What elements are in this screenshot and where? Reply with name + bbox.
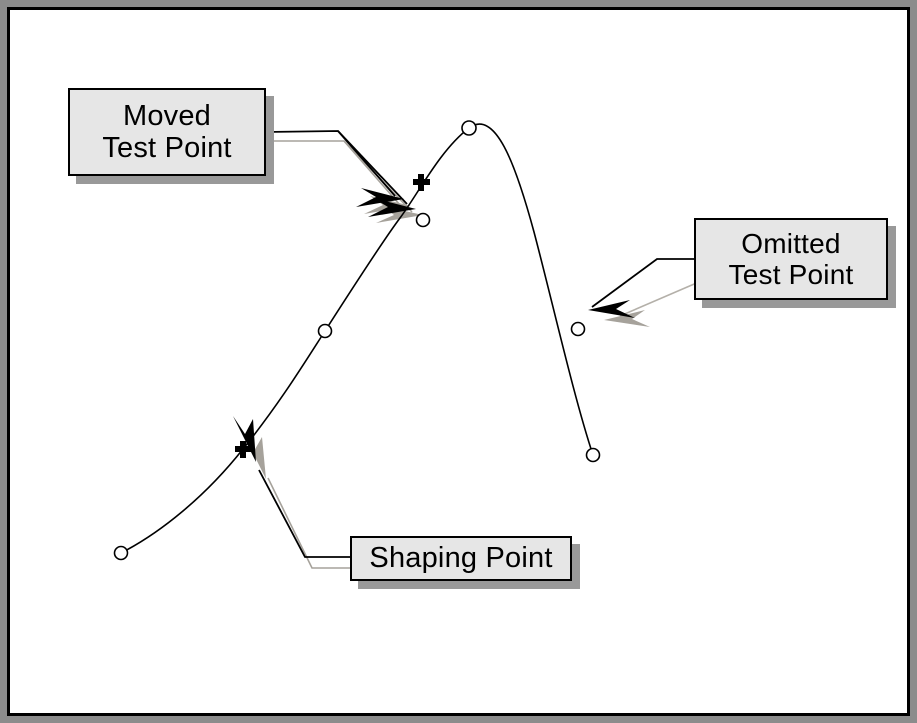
arrowhead-shadows bbox=[243, 196, 650, 479]
arrowhead-omitted bbox=[588, 300, 635, 318]
curve-start-point bbox=[113, 545, 129, 561]
data-curve bbox=[120, 123, 594, 554]
omitted-test-point bbox=[570, 321, 586, 337]
leader-omitted bbox=[591, 258, 694, 308]
moved-test-point-marker bbox=[413, 174, 430, 191]
shaping-point-marker bbox=[235, 441, 252, 458]
leader-lines bbox=[258, 130, 694, 558]
callout-omitted-line2: Test Point bbox=[728, 259, 854, 290]
leader-moved-lower bbox=[337, 130, 408, 205]
curve-markers bbox=[113, 120, 601, 561]
callout-moved-line2: Test Point bbox=[102, 132, 232, 164]
leader-shaping bbox=[258, 469, 350, 558]
arrowhead-moved-lower bbox=[368, 198, 416, 217]
callout-omitted-line1: Omitted bbox=[741, 227, 841, 259]
callout-moved-line1: Moved bbox=[122, 99, 212, 132]
arrowheads bbox=[233, 188, 635, 462]
leader-shadows bbox=[267, 140, 737, 569]
arrowhead-shaping bbox=[233, 416, 256, 462]
callout-omitted-test-point[interactable]: Omitted Test Point bbox=[694, 218, 888, 300]
arrowhead-moved-upper bbox=[356, 188, 404, 207]
callout-shaping-point[interactable]: Shaping Point bbox=[350, 536, 572, 581]
callout-moved-test-point[interactable]: Moved Test Point bbox=[68, 88, 266, 176]
peak-point bbox=[461, 120, 477, 136]
moved-test-point-old bbox=[415, 212, 431, 228]
curve-point-mid bbox=[317, 323, 333, 339]
callout-shaping-line1: Shaping Point bbox=[369, 542, 553, 575]
curve-end-point bbox=[585, 447, 601, 463]
